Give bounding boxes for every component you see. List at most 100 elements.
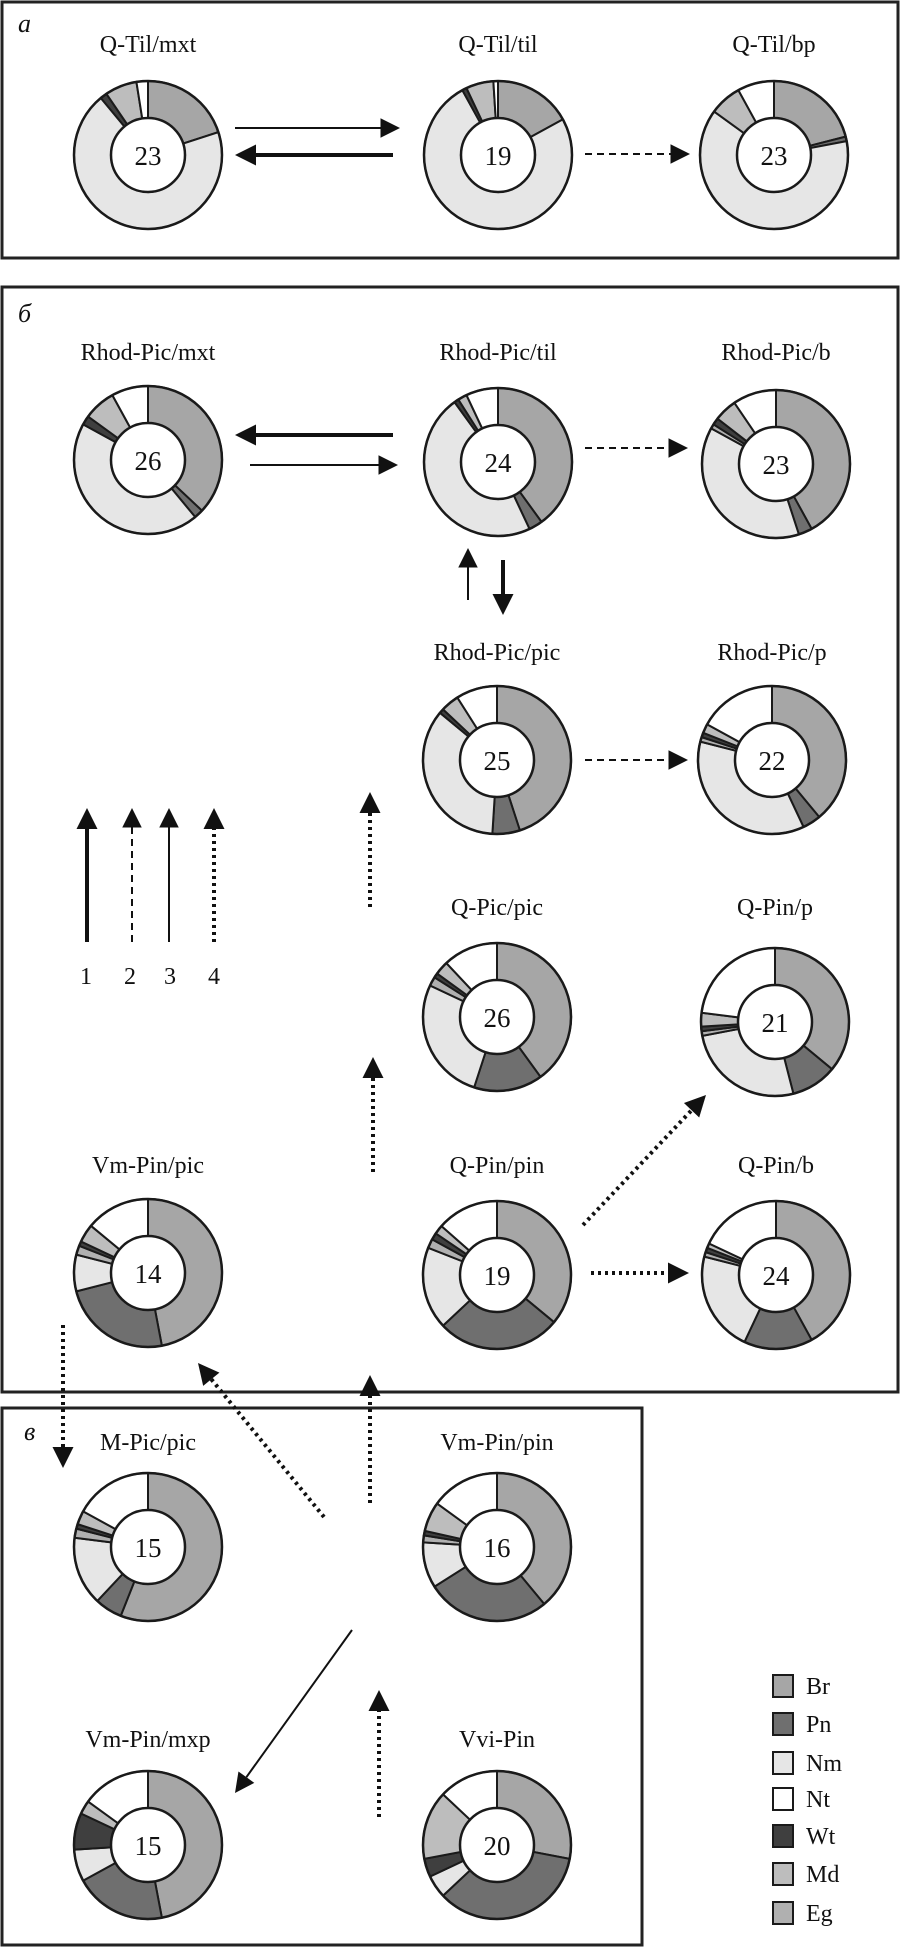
- transition-arrow-vvi-pin-to-vm-pin-pin: [368, 1690, 390, 1817]
- panel-a-frame: [0, 0, 900, 260]
- arrow-legend-label-4: 4: [208, 964, 220, 990]
- pie-center-hole: [458, 1508, 536, 1586]
- arrow-head-icon: [668, 750, 688, 770]
- legend-swatch-md: [772, 1862, 794, 1886]
- pie-center-hole: [458, 721, 536, 799]
- pie-q-til-mxt: 23 Q-Til/mxt: [72, 32, 224, 231]
- arrow-head-icon: [359, 792, 381, 813]
- arrow-legend-label-1: 1: [80, 964, 92, 990]
- arrow-head-icon: [159, 808, 179, 828]
- pie-outline: [72, 384, 224, 536]
- pie-center-hole: [458, 1236, 536, 1314]
- arrow-shaft: [245, 1629, 353, 1778]
- pie-center-value: 23: [763, 450, 790, 480]
- pie-outline: [421, 1769, 573, 1921]
- pie-center-value: 26: [135, 446, 162, 476]
- arrow-head-icon: [122, 808, 142, 828]
- pie-outline: [421, 1199, 573, 1351]
- pie-label: Q-Til/til: [458, 32, 537, 58]
- pie-label: Q-Til/mxt: [100, 32, 197, 58]
- pie-outline: [700, 388, 852, 540]
- pie-center-hole: [459, 423, 537, 501]
- pie-outline: [422, 79, 574, 231]
- pie-outline: [698, 79, 850, 231]
- pie-outline: [421, 1471, 573, 1623]
- legend-swatch-wt: [772, 1824, 794, 1848]
- legend-label-md: Md: [806, 1862, 839, 1888]
- pie-center-value: 23: [135, 141, 162, 171]
- arrow-head-icon: [198, 1363, 220, 1386]
- pie-center-hole: [109, 421, 187, 499]
- transition-arrow-rhod-pic-pic-to-rhod-pic-til: [458, 548, 478, 600]
- arrow-head-icon: [378, 455, 398, 475]
- pie-center-hole: [737, 425, 815, 503]
- pie-rhod-pic-pic: 25 Rhod-Pic/pic: [421, 640, 573, 836]
- arrow-legend-mark-3: [159, 808, 179, 942]
- arrow-head-icon: [52, 1447, 74, 1468]
- pie-outline: [422, 386, 574, 538]
- pie-label: Rhod-Pic/pic: [434, 640, 561, 666]
- transition-arrow-vm-pin-pin-to-q-pin-pin: [359, 1375, 381, 1503]
- pie-center-hole: [109, 1234, 187, 1312]
- transition-arrow-q-til-til-to-q-til-bp: [585, 144, 690, 164]
- pie-center-value: 16: [484, 1533, 511, 1563]
- pie-center-hole: [109, 116, 187, 194]
- pie-label: Q-Pin/pin: [450, 1153, 545, 1179]
- legend-label-nm: Nm: [806, 1751, 842, 1777]
- pie-outline: [72, 1471, 224, 1623]
- pie-center-value: 26: [484, 1003, 511, 1033]
- transition-arrow-rhod-pic-mxt-to-rhod-pic-til: [250, 455, 398, 475]
- pie-outline: [72, 1769, 224, 1921]
- pie-center-hole: [736, 983, 814, 1061]
- pie-center-value: 19: [484, 1261, 511, 1291]
- pie-q-til-bp: 23 Q-Til/bp: [698, 32, 850, 231]
- arrow-head-icon: [235, 144, 256, 166]
- transition-arrow-rhod-pic-til-to-rhod-pic-b: [585, 438, 688, 458]
- arrow-head-icon: [235, 1771, 255, 1793]
- panel-v-frame: [0, 1406, 644, 1947]
- pie-outline: [696, 684, 848, 836]
- arrow-legend-label-2: 2: [124, 964, 136, 990]
- pie-center-hole: [109, 1508, 187, 1586]
- pie-label: Vvi-Pin: [459, 1727, 535, 1753]
- pie-center-value: 19: [485, 141, 512, 171]
- pie-center-hole: [458, 978, 536, 1056]
- pie-label: Q-Pic/pic: [451, 895, 543, 921]
- pie-center-hole: [459, 116, 537, 194]
- legend-label-br: Br: [806, 1674, 830, 1700]
- color-legend: Br Pn Nm Nt Wt Md Eg: [772, 1674, 842, 1927]
- pie-label: Q-Til/bp: [732, 32, 815, 58]
- pie-label: Q-Pin/b: [738, 1153, 814, 1179]
- pie-m-pic-pic: 15M-Pic/pic: [72, 1430, 224, 1623]
- pie-outline: [421, 684, 573, 836]
- legend-swatch-pn: [772, 1712, 794, 1736]
- panel-b-frame: [0, 285, 900, 1394]
- panel-a-letter: а: [18, 9, 31, 38]
- pie-center-value: 25: [484, 746, 511, 776]
- legend-label-nt: Nt: [806, 1787, 830, 1813]
- arrow-head-icon: [359, 1375, 381, 1396]
- transition-arrow-q-til-til-to-q-til-mxt: [235, 144, 393, 166]
- transition-arrow-q-pin-pin-to-q-pic-pic: [362, 1057, 384, 1172]
- pie-label: Rhod-Pic/p: [717, 640, 826, 666]
- legend-swatch-eg: [772, 1901, 794, 1925]
- arrow-shaft: [209, 1377, 326, 1519]
- pie-center-value: 22: [759, 746, 786, 776]
- legend-label-eg: Eg: [806, 1901, 833, 1927]
- arrow-head-icon: [368, 1690, 390, 1711]
- arrow-head-icon: [683, 1095, 706, 1118]
- pie-label: Rhod-Pic/til: [439, 340, 557, 366]
- pie-center-value: 23: [761, 141, 788, 171]
- arrow-legend-mark-4: [203, 808, 225, 942]
- pie-rhod-pic-p: 22 Rhod-Pic/p: [696, 640, 848, 836]
- panel-v-letter: в: [24, 1417, 35, 1446]
- pie-q-pin-b: 24Q-Pin/b: [700, 1153, 852, 1351]
- arrow-legend-mark-2: [122, 808, 142, 942]
- pie-center-value: 14: [135, 1259, 163, 1289]
- pie-label: Vm-Pin/mxp: [85, 1727, 210, 1753]
- pie-center-hole: [733, 721, 811, 799]
